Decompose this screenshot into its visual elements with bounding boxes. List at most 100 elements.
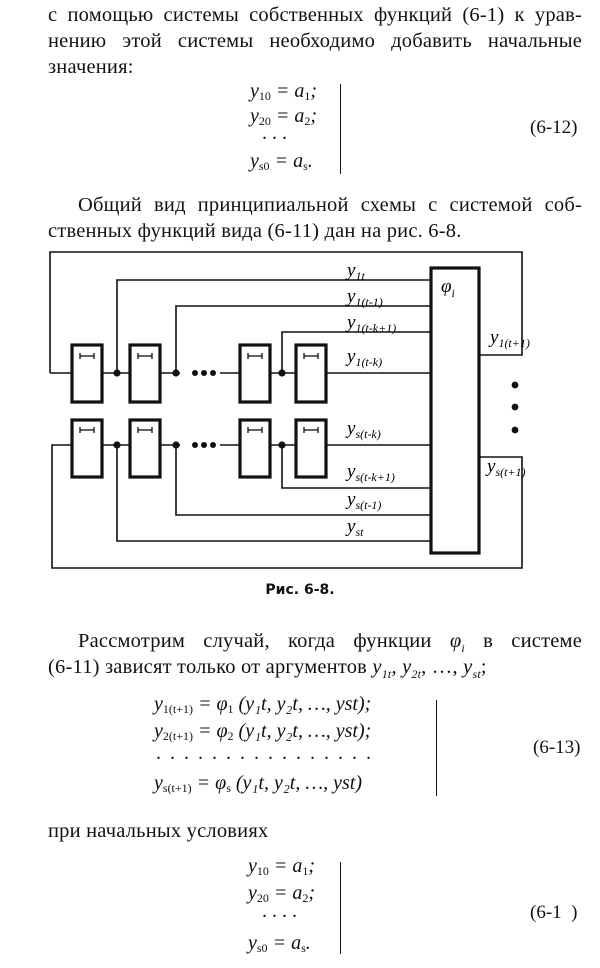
arg-yst: yst bbox=[463, 656, 481, 682]
eq-6-14-row-1: y10 = a1; bbox=[248, 855, 316, 878]
eq-6-12-number: (6-12) bbox=[530, 117, 578, 138]
p3-text-b: в системе bbox=[464, 630, 582, 652]
rhs-sub: 1 bbox=[304, 89, 311, 103]
label-y1-t-k1: y1(t-k+1) bbox=[345, 312, 396, 335]
eq-6-12-dots: . . . bbox=[262, 122, 287, 144]
register-bottom-2 bbox=[128, 418, 162, 479]
figure-6-8-diagram: φi y1t y1(t-1) y1(t-k+1) y1(t-k) ys(t-k)… bbox=[49, 251, 530, 569]
arg-y1t: y1t bbox=[372, 656, 392, 682]
row-end: ; bbox=[310, 105, 318, 127]
junction-node bbox=[172, 369, 180, 377]
rhs-var: a bbox=[294, 105, 305, 127]
eq-6-12-brace bbox=[334, 84, 341, 174]
eq-6-12-row-1: y10 = a1; bbox=[250, 80, 318, 103]
rhs-var: a bbox=[294, 80, 305, 102]
register-mark-icon bbox=[303, 427, 319, 433]
output-ellipsis-dot bbox=[511, 403, 519, 411]
eq-6-13-row-4: ys(t+1) = φs (y₁t, y₂t, …, yst) bbox=[154, 772, 362, 795]
lhs-sub: 20 bbox=[258, 114, 271, 128]
paragraph-2-line-1: Общий вид принципиальной схемы с системо… bbox=[78, 194, 582, 216]
paragraph-1-line-2: нению этой системы необходимо добавить н… bbox=[48, 30, 582, 52]
arg-y2t: y2t bbox=[402, 656, 422, 682]
register-top-2 bbox=[128, 343, 162, 404]
paragraph-1-line-1: с помощью системы собственных функций (6… bbox=[48, 4, 582, 26]
rhs-sub: 2 bbox=[304, 114, 311, 128]
lhs-var: y bbox=[250, 80, 259, 102]
line-ys-t-k1 bbox=[281, 445, 431, 489]
chain-ellipsis-dot bbox=[192, 370, 198, 376]
lhs-var: y bbox=[250, 150, 259, 172]
eq-6-13-dots: . . . . . . . . . . . . . . . . bbox=[156, 742, 373, 764]
register-mark-icon bbox=[79, 427, 95, 433]
p3-text-c: (6-11) зависят только от аргументов bbox=[48, 656, 373, 678]
line-y1t bbox=[116, 279, 431, 373]
paragraph-4: при начальных условиях bbox=[48, 820, 269, 842]
junction-node bbox=[278, 441, 286, 449]
junction-node bbox=[113, 441, 121, 449]
label-y1-t-k: y1(t-k) bbox=[345, 346, 382, 369]
line-yst bbox=[116, 445, 431, 542]
row-end: . bbox=[307, 150, 313, 172]
register-mark-icon bbox=[137, 353, 153, 359]
lhs-sub: s0 bbox=[258, 159, 270, 173]
register-mark-icon bbox=[247, 353, 263, 359]
register-top-4 bbox=[294, 343, 328, 404]
output-ellipsis-dot bbox=[511, 426, 519, 434]
register-mark-icon bbox=[303, 353, 319, 359]
register-mark-icon bbox=[247, 427, 263, 433]
label-ys-t-1: ys(t-1) bbox=[345, 489, 381, 512]
line-ys-t-1 bbox=[175, 445, 431, 516]
line-y1-t-k1 bbox=[281, 331, 431, 373]
chain-ellipsis-dot bbox=[201, 442, 207, 448]
register-top-1 bbox=[70, 343, 104, 404]
register-mark-icon bbox=[79, 353, 95, 359]
junction-node bbox=[278, 369, 286, 377]
junction-node bbox=[113, 369, 121, 377]
eq-6-14-row-4: ys0 = as. bbox=[248, 932, 311, 955]
eq-6-13-row-2: y2(t+1) = φ2 (y₁t, y₂t, …, yst); bbox=[154, 720, 372, 743]
rhs-var: a bbox=[293, 150, 304, 172]
p3-text-a: Рассмотрим случай, когда функции bbox=[78, 630, 450, 652]
p3-end: ; bbox=[480, 656, 487, 678]
register-bottom-3 bbox=[238, 418, 272, 479]
function-block bbox=[429, 266, 481, 555]
eq-6-14-row-2: y20 = a2; bbox=[248, 882, 316, 905]
chain-ellipsis-dot bbox=[192, 442, 198, 448]
eq-6-12-row-4: ys0 = as. bbox=[250, 150, 313, 173]
phi-symbol: φi bbox=[449, 630, 465, 656]
label-ys-t-k1: ys(t-k+1) bbox=[345, 461, 395, 484]
register-mark-icon bbox=[137, 427, 153, 433]
eq-6-14-dots: . . . . bbox=[262, 900, 297, 922]
label-y1-t+1: y1(t+1) bbox=[488, 327, 530, 350]
chain-ellipsis-dot bbox=[201, 370, 207, 376]
junction-node bbox=[172, 441, 180, 449]
paragraph-3-line-1: Рассмотрим случай, когда функции φi в си… bbox=[78, 630, 582, 656]
paragraph-3-line-2: (6-11) зависят только от аргументов y1t,… bbox=[48, 656, 487, 682]
label-yst: yst bbox=[345, 516, 364, 539]
register-top-3 bbox=[238, 343, 272, 404]
lhs-var: y bbox=[250, 105, 259, 127]
eq-6-14-number: (6-1 ) bbox=[530, 902, 578, 923]
figure-caption: Рис. 6-8. bbox=[265, 582, 335, 598]
eq-6-13-number: (6-13) bbox=[533, 737, 581, 758]
paragraph-1-line-3: значения: bbox=[48, 56, 134, 78]
eq-6-13-brace bbox=[430, 700, 437, 796]
rhs-sub: s bbox=[303, 159, 308, 173]
top-outer-loop bbox=[49, 251, 523, 373]
label-ys-t+1: ys(t+1) bbox=[485, 456, 526, 479]
bottom-outer-loop bbox=[51, 444, 523, 569]
eq-6-13-row-1: y1(t+1) = φ1 (y₁t, y₂t, …, yst); bbox=[154, 693, 372, 716]
paragraph-2-line-2: ственных функций вида (6-11) дан на рис.… bbox=[48, 220, 462, 242]
eq-6-14-brace bbox=[334, 862, 341, 954]
arg-ellipsis: … bbox=[431, 656, 453, 678]
label-y1t: y1t bbox=[345, 260, 365, 283]
chain-ellipsis-dot bbox=[210, 442, 216, 448]
output-ellipsis-dot bbox=[511, 381, 519, 389]
register-bottom-1 bbox=[70, 418, 104, 479]
eq-6-12-row-2: y20 = a2; bbox=[250, 105, 318, 128]
label-ys-t-k: ys(t-k) bbox=[345, 418, 381, 441]
label-y1-t-1: y1(t-1) bbox=[345, 286, 383, 309]
chain-ellipsis-dot bbox=[210, 370, 216, 376]
lhs-sub: 10 bbox=[258, 89, 271, 103]
register-bottom-4 bbox=[294, 418, 328, 479]
